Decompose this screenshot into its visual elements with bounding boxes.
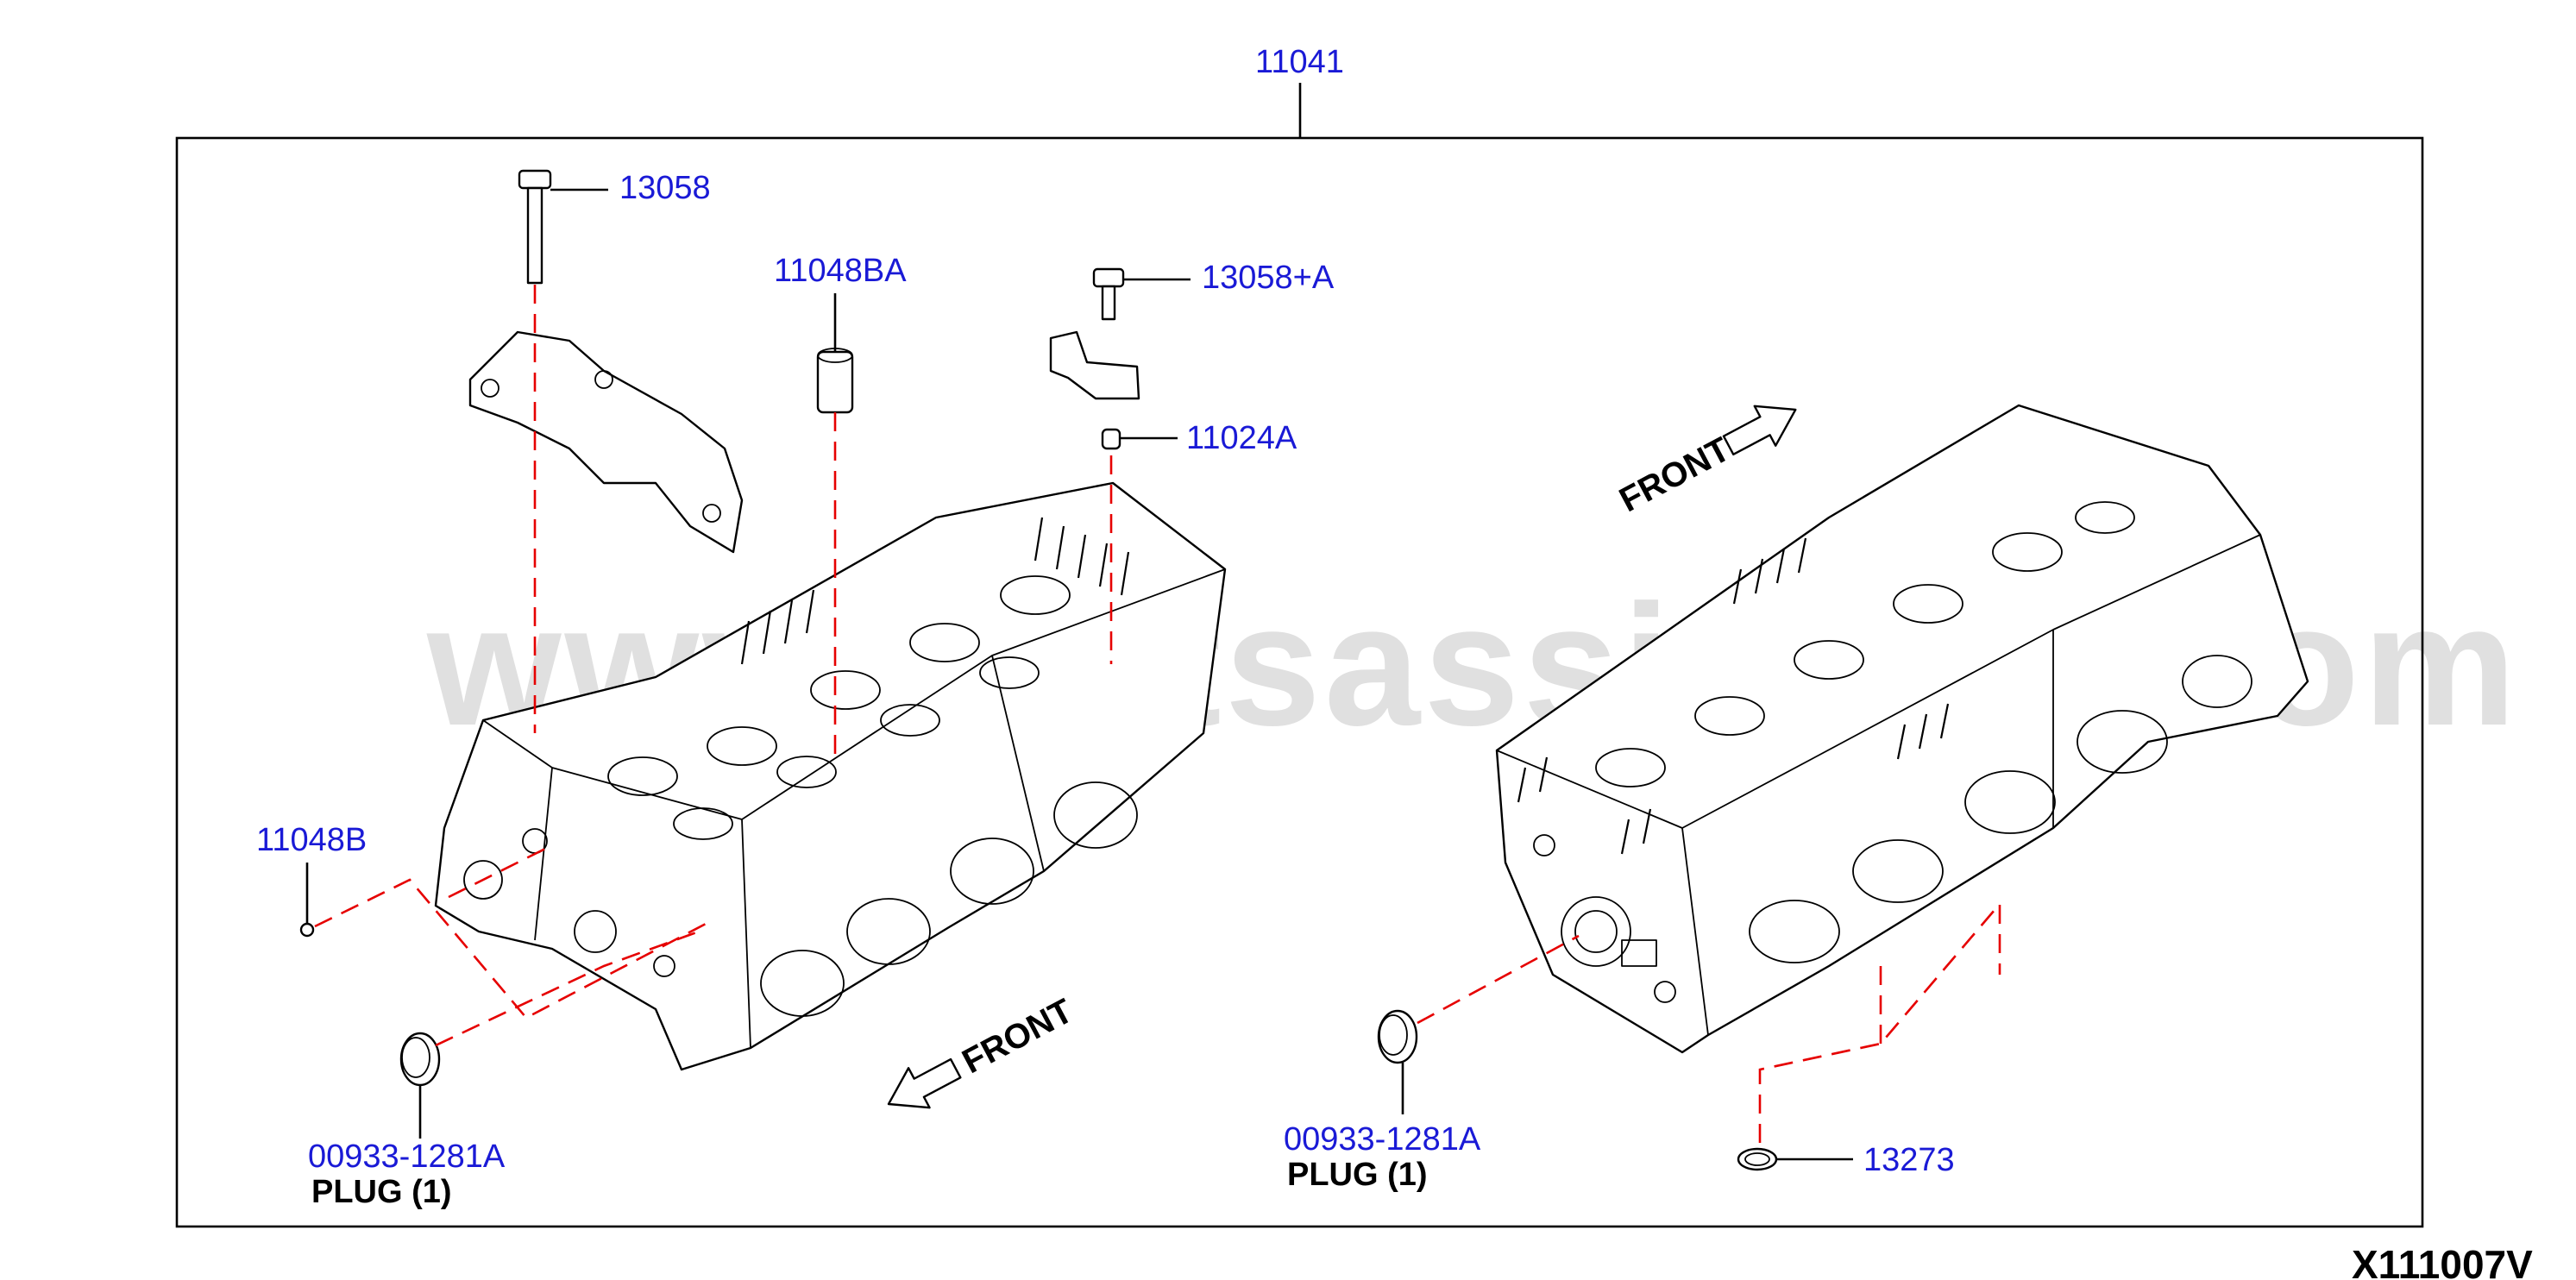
plug-icon [399, 1032, 441, 1087]
front-label-left: FRONT [956, 992, 1078, 1082]
caption-plug-right: PLUG (1) [1287, 1157, 1428, 1193]
assembly-label[interactable]: 11041 [1255, 44, 1344, 80]
cylinder-head-right [1495, 404, 2309, 1054]
dashline-plug-right [1417, 934, 1580, 1025]
bolt-13058A[interactable]: 13058+A [1092, 260, 1335, 321]
small-bracket [1049, 330, 1140, 400]
front-arrow-icon [1722, 405, 1797, 456]
front-arrow-icon [887, 1057, 962, 1109]
plug-11048B[interactable]: 11048B [256, 822, 367, 938]
callout-plug-left[interactable]: 00933-1281A [308, 1139, 506, 1175]
plug-left[interactable]: 00933-1281A PLUG (1) [308, 1032, 506, 1210]
callout-13273[interactable]: 13273 [1863, 1142, 1955, 1178]
hatch-left-top [740, 517, 1130, 665]
seal-13273[interactable]: 13273 [1737, 1142, 1955, 1178]
front-label-right: FRONT [1613, 430, 1736, 520]
o-ring-icon [1737, 1147, 1778, 1171]
figure-id: X111007V [2352, 1242, 2533, 1280]
bolt-icon [1092, 267, 1125, 288]
callout-plug-right[interactable]: 00933-1281A [1284, 1121, 1481, 1158]
plug-icon [299, 922, 315, 938]
plug-right[interactable]: 00933-1281A PLUG (1) [1284, 1009, 1481, 1193]
front-arrow-left: FRONT [887, 992, 1079, 1109]
callout-13058[interactable]: 13058 [619, 170, 711, 206]
dashline-plug-left [435, 930, 700, 1047]
dashline-11048B [314, 878, 708, 1020]
callout-11048BA[interactable]: 11048BA [774, 253, 907, 289]
bolt-13058[interactable]: 13058 [518, 169, 711, 285]
callout-13058A[interactable]: 13058+A [1202, 260, 1335, 296]
diagram-frame [175, 136, 2424, 1228]
bolt-icon [518, 169, 552, 190]
callout-11048B[interactable]: 11048B [256, 822, 367, 858]
cap-11048BA[interactable]: 11048BA [774, 253, 907, 414]
hatch-right-top [1517, 537, 1950, 855]
cylinder-head-left [434, 481, 1227, 1071]
cam-bracket [468, 330, 744, 554]
dowel-icon [1101, 428, 1122, 450]
plug-icon [1377, 1009, 1418, 1064]
dowel-11024A[interactable]: 11024A [1101, 420, 1297, 456]
callout-11024A[interactable]: 11024A [1186, 420, 1297, 456]
caption-plug-left: PLUG (1) [311, 1174, 452, 1210]
front-arrow-right: FRONT [1613, 405, 1797, 520]
